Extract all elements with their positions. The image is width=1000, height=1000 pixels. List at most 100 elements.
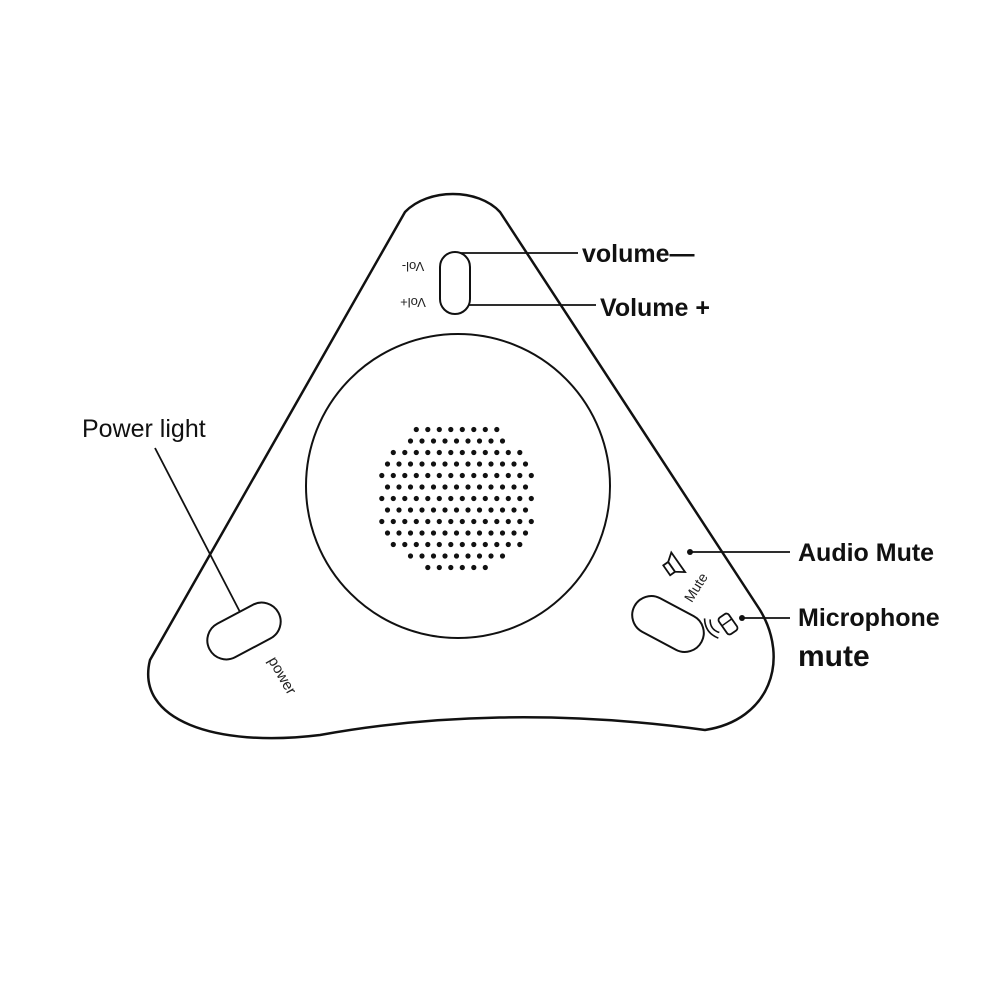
grille-hole [494, 449, 500, 456]
grille-hole [448, 564, 454, 571]
grille-hole [442, 553, 448, 559]
grille-hole [465, 438, 471, 444]
grille-hole [407, 461, 414, 467]
grille-hole [517, 518, 523, 525]
grille-hole [505, 518, 511, 525]
grille-hole [528, 472, 534, 479]
grille-hole [494, 495, 500, 502]
grille-hole [528, 518, 534, 525]
grille-hole [448, 426, 454, 433]
grille-hole [407, 530, 414, 536]
grille-hole [425, 426, 431, 433]
grille-hole [528, 495, 534, 502]
grille-hole [505, 472, 511, 479]
grille-hole [402, 449, 408, 456]
grille-hole [476, 553, 483, 559]
callout-microphone-mute-line1: Microphone [798, 604, 940, 632]
grille-hole [465, 553, 471, 559]
grille-hole [407, 507, 414, 513]
grille-hole [459, 426, 465, 433]
grille-hole [522, 484, 529, 490]
grille-hole [425, 518, 431, 525]
grille-hole [499, 461, 506, 467]
grille-hole [384, 461, 391, 467]
grille-hole [407, 484, 414, 490]
grille-hole [448, 495, 454, 502]
grille-hole [448, 518, 454, 525]
grille-hole [505, 541, 511, 548]
mute-button[interactable] [626, 589, 711, 658]
mute-label: Mute [681, 570, 711, 605]
callout-power-light: Power light [82, 415, 206, 443]
grille-hole [517, 541, 523, 548]
grille-hole [390, 472, 396, 479]
vol-plus-label: Vol+ [400, 295, 426, 310]
speaker-ring [305, 333, 611, 639]
callout-audio-mute: Audio Mute [798, 539, 934, 567]
grille-hole [482, 426, 488, 433]
grille-hole [471, 564, 477, 571]
grille-hole [476, 484, 483, 490]
grille-hole [430, 484, 437, 490]
grille-hole [436, 472, 442, 479]
grille-hole [482, 449, 488, 456]
grille-hole [425, 541, 431, 548]
grille-hole [488, 507, 494, 513]
grille-hole [476, 438, 483, 444]
grille-hole [413, 495, 419, 502]
grille-hole [379, 472, 385, 479]
grille-hole [390, 518, 396, 525]
grille-hole [390, 541, 396, 548]
grille-hole [494, 518, 500, 525]
grille-hole [488, 484, 494, 490]
grille-hole [419, 507, 425, 513]
grille-hole [482, 541, 488, 548]
grille-hole [396, 507, 402, 513]
grille-hole [488, 530, 494, 536]
grille-hole [459, 472, 465, 479]
grille-hole [476, 507, 483, 513]
grille-hole [499, 530, 506, 536]
volume-rocker-button[interactable] [439, 251, 471, 315]
grille-hole [488, 438, 494, 444]
grille-hole [465, 530, 471, 536]
callout-microphone-mute-line2: mute [798, 640, 870, 673]
grille-hole [453, 530, 460, 536]
microphone-icon [703, 612, 739, 639]
grille-hole [511, 507, 517, 513]
grille-hole [459, 541, 465, 548]
grille-hole [494, 472, 500, 479]
grille-hole [465, 507, 471, 513]
grille-hole [384, 484, 391, 490]
grille-hole [419, 484, 425, 490]
grille-hole [442, 507, 448, 513]
grille-hole [430, 461, 437, 467]
grille-hole [379, 518, 385, 525]
power-label: power [264, 654, 299, 698]
grille-hole [459, 449, 465, 456]
grille-hole [430, 438, 437, 444]
grille-hole [522, 530, 529, 536]
grille-hole [413, 449, 419, 456]
grille-hole [430, 507, 437, 513]
grille-hole [471, 472, 477, 479]
grille-hole [511, 530, 517, 536]
grille-hole [517, 449, 523, 456]
grille-hole [511, 461, 517, 467]
grille-hole [488, 461, 494, 467]
grille-hole [384, 507, 391, 513]
grille-hole [436, 426, 442, 433]
grille-hole [419, 461, 425, 467]
grille-hole [448, 472, 454, 479]
vol-minus-label: Vol- [402, 259, 424, 274]
callout-volume-plus: Volume + [600, 294, 710, 322]
power-button[interactable] [201, 596, 288, 666]
grille-hole [402, 472, 408, 479]
grille-hole [407, 438, 414, 444]
grille-hole [442, 438, 448, 444]
grille-hole [384, 530, 391, 536]
grille-hole [436, 495, 442, 502]
leader-dot-mic [739, 615, 745, 621]
grille-hole [425, 472, 431, 479]
grille-hole [511, 484, 517, 490]
